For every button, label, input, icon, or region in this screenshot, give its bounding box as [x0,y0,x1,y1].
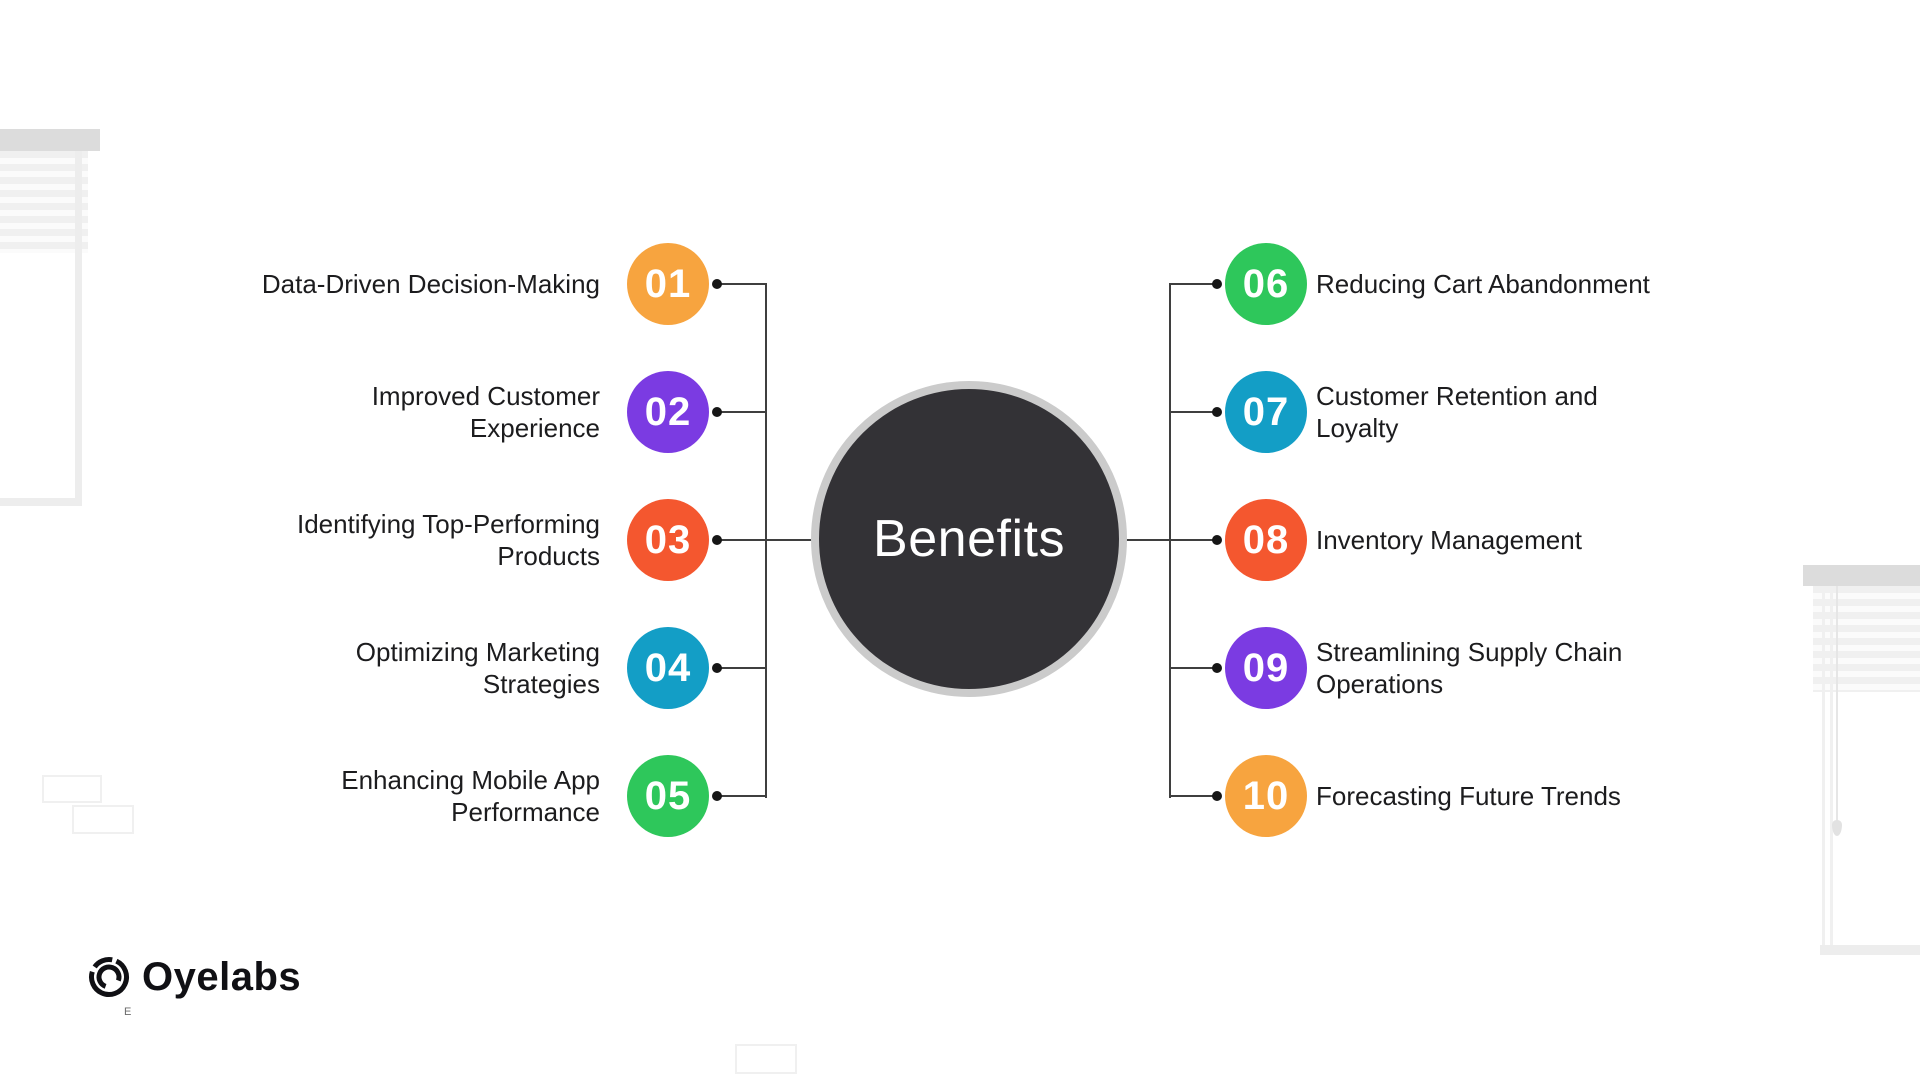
item-circle-02: 02 [627,371,709,453]
item-label-line: Operations [1316,669,1444,699]
item-number-06: 06 [1242,261,1290,306]
item-label-line: Streamlining Supply Chain [1316,637,1623,667]
branch-dot-02 [712,407,722,417]
branch-dot-04 [712,663,722,673]
branch-line-07 [1170,411,1216,413]
oyelabs-logo-text: Oyelabs [142,954,302,999]
branch-line-02 [720,411,766,413]
branch-line-05 [720,795,766,797]
center-circle: Benefits [811,381,1127,697]
right-window-frame-a [1822,586,1825,948]
item-label-line: Improved Customer [371,381,600,411]
item-number-07: 07 [1242,389,1290,434]
ghost-rect-b [72,805,134,834]
right-window-frame-b [1830,586,1833,948]
item-circle-06: 06 [1225,243,1307,325]
item-number-02: 02 [644,389,692,434]
item-label-line: Strategies [482,669,600,699]
item-number-04: 04 [644,645,692,690]
item-number-10: 10 [1242,773,1290,818]
item-circle-04: 04 [627,627,709,709]
center-left-line [766,539,814,541]
branch-line-08 [1170,539,1216,541]
item-circle-05: 05 [627,755,709,837]
branch-line-09 [1170,667,1216,669]
item-label-line: Identifying Top-Performing [296,509,600,539]
center-right-line [1122,539,1170,541]
item-label-line: Loyalty [1316,413,1399,443]
item-number-05: 05 [644,773,692,818]
item-label-line: Data-Driven Decision-Making [261,269,600,299]
item-label-01: Data-Driven Decision-Making [150,268,600,300]
left-window-header [0,129,100,151]
branch-line-01 [720,283,766,285]
item-circle-09: 09 [1225,627,1307,709]
branch-dot-07 [1212,407,1222,417]
branch-line-10 [1170,795,1216,797]
item-circle-08: 08 [1225,499,1307,581]
right-window-cord-handle [1832,820,1842,836]
left-window-frame-right [75,151,82,505]
item-label-line: Products [497,541,600,571]
left-window-sill [0,498,82,506]
item-number-09: 09 [1242,645,1290,690]
item-label-line: Inventory Management [1316,525,1582,555]
item-circle-07: 07 [1225,371,1307,453]
item-label-10: Forecasting Future Trends [1316,780,1776,812]
branch-line-03 [720,539,766,541]
item-circle-03: 03 [627,499,709,581]
branch-dot-10 [1212,791,1222,801]
center-circle-label: Benefits [873,510,1065,568]
oyelabs-logo: Oyelabs [86,954,301,1000]
item-label-line: Customer Retention and [1316,381,1598,411]
item-circle-01: 01 [627,243,709,325]
item-label-line: Reducing Cart Abandonment [1316,269,1650,299]
item-number-01: 01 [644,261,692,306]
ghost-rect-c [735,1044,797,1074]
branch-line-04 [720,667,766,669]
item-label-06: Reducing Cart Abandonment [1316,268,1776,300]
item-label-line: Performance [451,797,600,827]
item-label-line: Experience [469,413,600,443]
right-window-cord [1836,586,1838,822]
item-label-line: Enhancing Mobile App [341,765,600,795]
item-label-line: Optimizing Marketing [355,637,600,667]
branch-dot-01 [712,279,722,289]
item-label-08: Inventory Management [1316,524,1776,556]
logo-sub-mark: E [124,1006,132,1018]
branch-dot-06 [1212,279,1222,289]
right-window-sill [1820,945,1920,955]
branch-dot-03 [712,535,722,545]
item-circle-10: 10 [1225,755,1307,837]
item-label-line: Forecasting Future Trends [1316,781,1621,811]
branch-dot-08 [1212,535,1222,545]
branch-dot-09 [1212,663,1222,673]
branch-dot-05 [712,791,722,801]
right-window-header [1803,565,1920,586]
left-window-blinds [0,151,88,253]
item-number-03: 03 [644,517,692,562]
branch-line-06 [1170,283,1216,285]
oyelabs-logo-icon [89,957,129,997]
ghost-rect-a [42,775,102,803]
item-number-08: 08 [1242,517,1290,562]
